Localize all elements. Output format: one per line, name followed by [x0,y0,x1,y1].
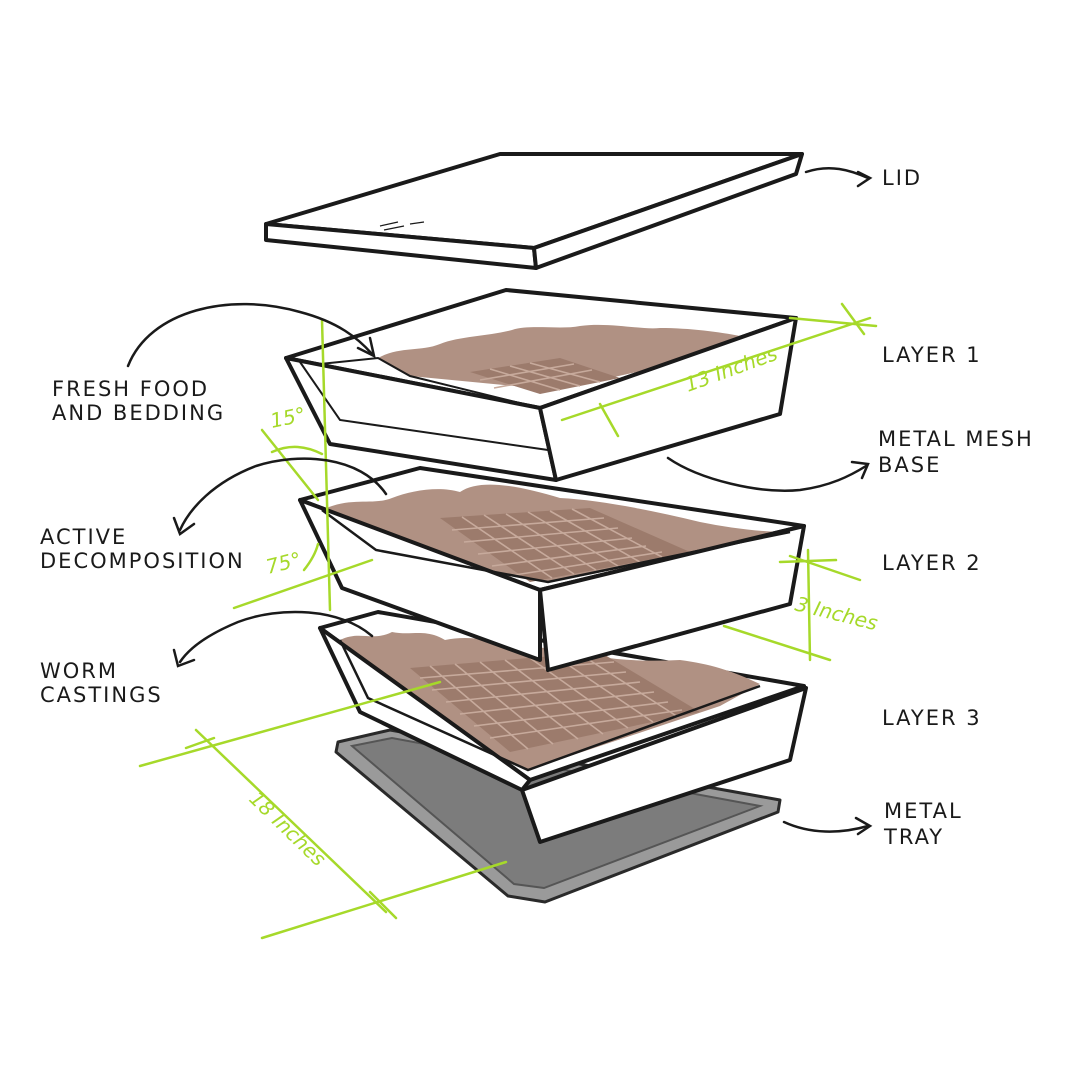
height-dimension-line [806,548,812,662]
layer-2-tray [298,466,806,672]
active-decomposition-label-line-2: DECOMPOSITION [40,549,245,573]
metal-mesh-base-label-line-2: BASE [878,453,941,477]
length-label: 18 Inches [245,786,331,870]
length-tick-top [184,736,216,750]
width-tick-left [598,402,620,438]
active-decomposition-label-line-1: ACTIVE [40,525,127,549]
metal-tray-arrow-head [854,816,873,836]
layer-2-label: LAYER 2 [882,551,982,575]
height-extension-line [778,558,838,564]
height-label: 3 Inches [793,592,880,636]
angle-guide-line-lower [232,558,374,610]
mesh-base-arrow-head [850,460,870,480]
layer-1-label: LAYER 1 [882,343,982,367]
lid-arrow-head [856,170,873,188]
length-dimension-line [194,728,388,914]
callout-arrows [126,166,873,836]
angle-75-arc [302,542,320,572]
layer-3-label: LAYER 3 [882,706,982,730]
worm-castings-arrow-head [172,648,196,668]
lid-label: LID [882,166,922,190]
angle-15-label: 15° [268,402,308,433]
width-dimension-line [560,316,872,422]
angle-75-label: 75° [263,547,303,579]
length-extension-top [138,680,442,768]
fresh-food-arrow-head [356,336,376,359]
worm-castings-label-line-1: WORM [40,659,118,683]
dimension-lines [138,302,878,940]
active-decomposition-arrow-head [172,516,196,536]
mesh-base-arrow [666,456,868,492]
width-tick-right [840,302,866,336]
angle-15-arc [270,445,324,456]
fresh-food-arrow [126,302,374,368]
angle-guide-line [260,428,320,502]
worm-castings-label-line-2: CASTINGS [40,683,163,707]
metal-mesh-base-label-line-1: METAL MESH [878,427,1034,451]
length-tick-bottom [368,890,398,920]
metal-tray-arrow [782,820,870,833]
lid [264,152,804,270]
vertical-guide-line [320,318,332,612]
width-extension-line [788,316,878,328]
metal-tray-label-line-2: TRAY [883,825,944,849]
length-extension-bottom [260,860,508,940]
metal-tray-label-line-1: METAL [884,799,963,823]
fresh-food-label-line-1: FRESH FOOD [52,377,209,401]
worm-castings-arrow [178,610,374,664]
layer-3-tray [318,610,808,844]
height-tick-bottom [722,624,832,662]
layer-1-tray [284,288,798,482]
fresh-food-label-line-2: AND BEDDING [52,401,225,425]
active-decomposition-arrow [178,457,388,532]
